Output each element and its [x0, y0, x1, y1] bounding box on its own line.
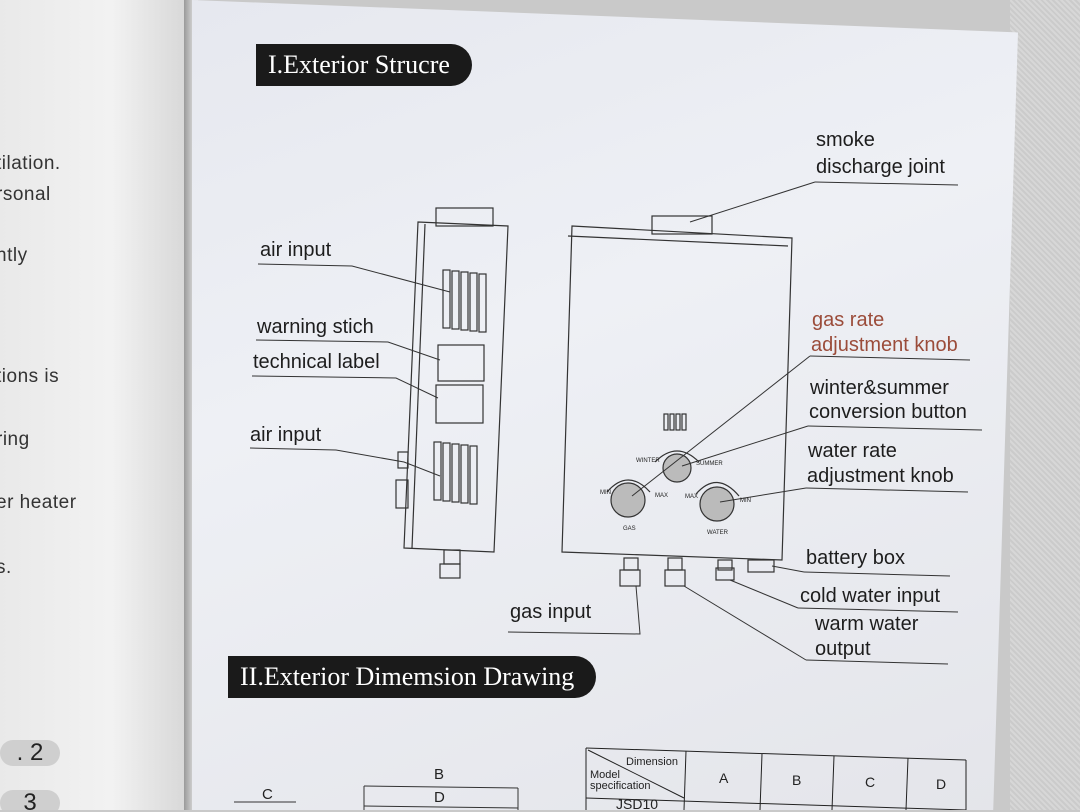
leader-lines — [249, 181, 983, 665]
label-gas-rate: gas rate — [812, 309, 885, 331]
label-conversion-button: conversion button — [809, 401, 967, 423]
side-vents-top — [442, 269, 487, 333]
label-smoke: smoke — [816, 129, 875, 151]
label-gas-rate-knob: adjustment knob — [811, 334, 958, 356]
water-knob — [699, 486, 735, 522]
table-header-dimension: Dimension — [626, 756, 678, 768]
label-technical-label: technical label — [253, 351, 380, 373]
battery-box-shape — [747, 559, 775, 573]
table-column-a: A — [719, 770, 729, 786]
table-row-model: JSD10 — [616, 796, 659, 812]
label-warning-stich: warning stich — [257, 316, 374, 338]
table-column-c: C — [865, 774, 876, 790]
page-number: 3 — [0, 790, 60, 810]
label-warm-water-output: output — [815, 638, 871, 660]
knob-label-max: MAX — [685, 494, 699, 500]
label-discharge-joint: discharge joint — [816, 156, 945, 178]
knob-label-max: MAX — [655, 493, 669, 499]
section-title-dimension-drawing: II.Exterior Dimemsion Drawing — [228, 656, 597, 698]
cold-pipe-nut — [664, 569, 686, 587]
side-top-cap — [435, 207, 494, 227]
warning-sticker-box — [437, 344, 485, 382]
winter-summer-knob — [662, 453, 692, 483]
front-body — [561, 225, 793, 561]
winter-arc — [654, 450, 700, 463]
gas-arc — [606, 479, 651, 493]
left-text-line: er heater — [0, 492, 77, 513]
cold-pipe — [667, 557, 683, 571]
left-page: tilation. rsonal htly tions is ring er h… — [0, 0, 186, 810]
dimension-table-grid — [585, 747, 967, 810]
label-cold-water-input: cold water input — [800, 585, 941, 607]
left-text-line: ring — [0, 429, 30, 450]
side-vents-bottom — [433, 441, 478, 505]
label-water-rate: water rate — [808, 440, 897, 462]
front-top-cap — [651, 215, 713, 235]
knob-label-water: WATER — [707, 530, 728, 536]
knob-label-summer: SUMMER — [696, 461, 723, 467]
left-text-line: tions is — [0, 366, 60, 387]
left-text-line: rsonal — [0, 184, 51, 205]
technical-label-box — [435, 384, 484, 424]
gas-pipe — [623, 557, 639, 571]
label-air-input-top: air input — [260, 239, 332, 261]
side-body — [403, 221, 509, 553]
left-text-line: s. — [0, 557, 12, 578]
water-arc — [695, 481, 740, 497]
label-battery-box: battery box — [806, 547, 905, 569]
label-warm-water: warm water — [815, 613, 919, 635]
warm-pipe — [717, 559, 733, 571]
left-text-line: htly — [0, 245, 28, 266]
table-column-d: D — [936, 776, 947, 792]
table-column-b: B — [792, 772, 802, 788]
dim-label-c: C — [262, 786, 273, 803]
side-knob-2 — [395, 479, 409, 509]
knob-label-gas: GAS — [623, 526, 636, 532]
gas-knob — [610, 482, 646, 518]
knob-label-winter: WINTER — [636, 458, 660, 464]
front-window — [663, 413, 687, 431]
label-gas-input: gas input — [510, 601, 592, 623]
side-pipe-nut — [439, 563, 461, 579]
page-number: . 2 — [0, 740, 60, 766]
knob-label-min: MIN — [600, 490, 611, 496]
table-header-spec: specification — [590, 780, 651, 792]
section-title-exterior-structure: I.Exterior Strucre — [256, 44, 472, 86]
gas-pipe-nut — [619, 569, 641, 587]
dim-label-b: B — [434, 766, 445, 783]
label-air-input-bottom: air input — [250, 424, 322, 446]
label-water-rate-knob: adjustment knob — [807, 465, 954, 487]
table-header-model: Model — [590, 769, 620, 781]
dim-label-d: D — [434, 789, 445, 806]
label-winter-summer: winter&summer — [810, 377, 949, 399]
dimension-drawing-lines — [234, 785, 519, 810]
side-pipe — [443, 549, 461, 565]
left-text-line: tilation. — [0, 153, 61, 174]
warm-pipe-nut — [715, 567, 735, 581]
side-knob-1 — [397, 451, 409, 469]
knob-label-min: MIN — [740, 498, 751, 504]
